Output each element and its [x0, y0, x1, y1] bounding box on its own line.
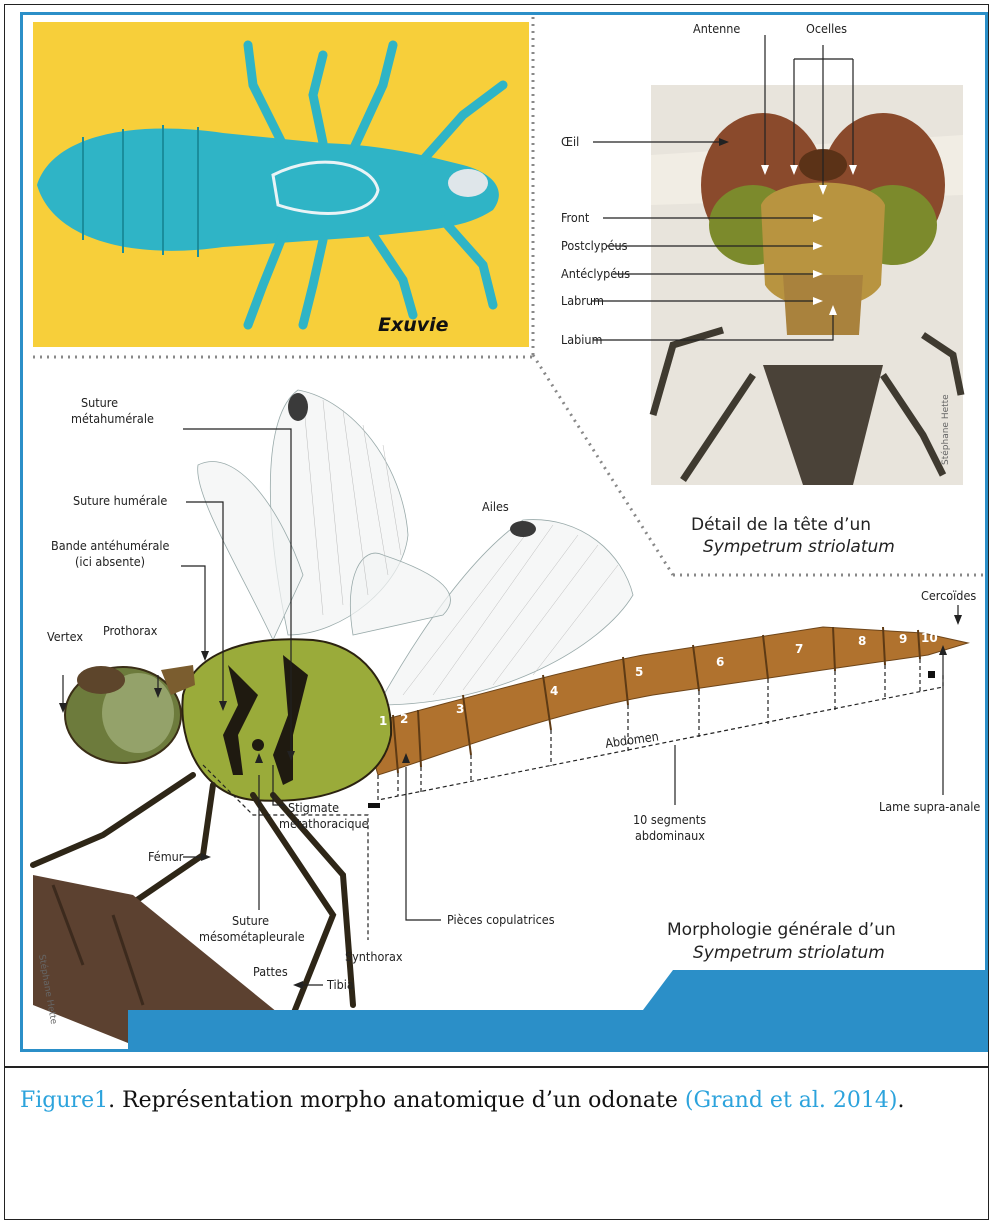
label-suture-meso-2: mésométapleurale [199, 929, 305, 944]
label-labium: Labium [561, 332, 603, 347]
label-suture-humerale: Suture humérale [73, 493, 167, 508]
main-caption-line1: Morphologie générale d’un [667, 920, 896, 940]
dragonfly-illustration: Exuvie Stéphane Hette [23, 15, 985, 1049]
head-photo: Stéphane Hette [651, 85, 963, 485]
label-bande-2: (ici absente) [75, 554, 145, 569]
label-stigmate-2: métathoracique [279, 816, 369, 831]
caption-divider [4, 1066, 989, 1068]
segment-number: 7 [795, 642, 803, 656]
label-pieces-copulatrices: Pièces copulatrices [447, 912, 555, 927]
label-front: Front [561, 210, 590, 225]
label-segments-2: abdominaux [635, 828, 705, 843]
label-bande-1: Bande antéhumérale [51, 538, 169, 553]
label-vertex: Vertex [47, 629, 83, 644]
segment-number: 2 [400, 712, 408, 726]
label-labrum: Labrum [561, 293, 604, 308]
head-caption-line1: Détail de la tête d’un [691, 515, 871, 535]
label-pattes: Pattes [253, 964, 288, 979]
segment-number: 8 [858, 634, 866, 648]
label-ocelles: Ocelles [806, 21, 847, 36]
segment-number: 1 [379, 714, 387, 728]
label-synthorax: Synthorax [345, 949, 403, 964]
figure-caption-text: . Représentation morpho anatomique d’un … [108, 1088, 685, 1113]
segment-number: 6 [716, 655, 724, 669]
figure-caption: Figure1. Représentation morpho anatomiqu… [20, 1080, 975, 1123]
head-caption-line2: Sympetrum striolatum [703, 537, 895, 557]
exuvie-panel: Exuvie [33, 22, 529, 347]
label-suture-metahumerale-1: Suture [81, 395, 118, 410]
label-suture-metahumerale-2: métahumérale [71, 411, 154, 426]
label-antenne: Antenne [693, 21, 740, 36]
figure-number: Figure1 [20, 1088, 108, 1113]
label-ailes: Ailes [482, 499, 509, 514]
label-oeil: Œil [561, 134, 579, 149]
figure-panel: Exuvie Stéphane Hette [20, 12, 988, 1052]
photo-credit-head: Stéphane Hette [940, 394, 951, 465]
label-femur: Fémur [148, 849, 184, 864]
label-postclypeus: Postclypéus [561, 238, 628, 253]
label-abdomen: Abdomen [604, 728, 659, 750]
exuvie-label: Exuvie [378, 314, 449, 336]
main-caption-line2: Sympetrum striolatum [693, 943, 885, 963]
figure-caption-end: . [898, 1088, 905, 1113]
label-anteclypeus: Antéclypéus [561, 266, 630, 281]
segment-number: 4 [550, 684, 558, 698]
figure-citation: (Grand et al. 2014) [685, 1088, 898, 1113]
segment-number: 5 [635, 665, 643, 679]
label-tibia: Tibia [326, 977, 354, 992]
label-lame-supra-anale: Lame supra-anale [879, 799, 980, 814]
label-stigmate-1: Stigmate [288, 800, 339, 815]
label-prothorax: Prothorax [103, 623, 158, 638]
segment-number: 10 [921, 631, 938, 645]
label-suture-meso-1: Suture [232, 913, 269, 928]
label-segments-1: 10 segments [633, 812, 706, 827]
segment-number: 3 [456, 702, 464, 716]
segment-number: 9 [899, 632, 907, 646]
label-cercoides: Cercoïdes [921, 588, 976, 603]
